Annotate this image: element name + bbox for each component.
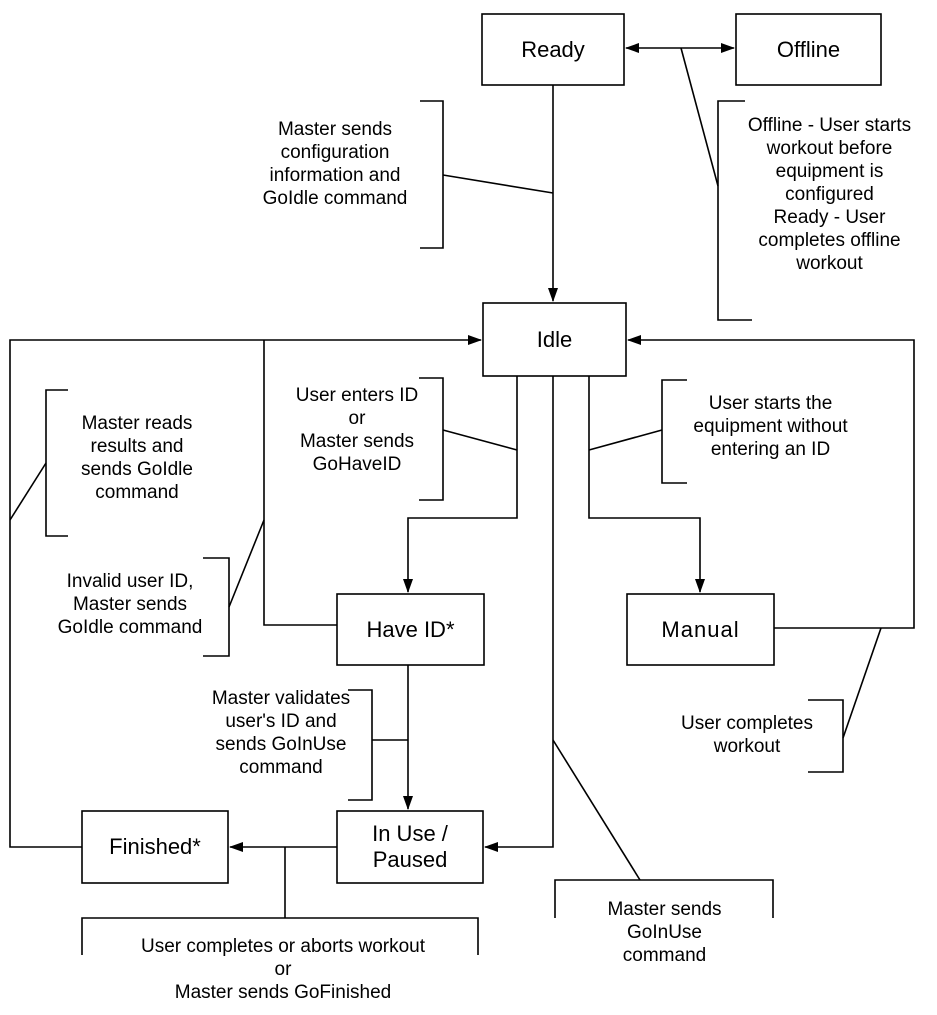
have-id-state-label: Have ID* (366, 616, 455, 642)
annotation-have-id-to-in-use: Master validates user's ID and sends GoI… (211, 688, 351, 778)
annotation-finished-to-idle: Master reads results and sends GoIdle co… (81, 413, 193, 503)
have-id-to-idle-line (263, 340, 337, 626)
finished-state-label: Finished* (109, 834, 201, 859)
annotation-idle-to-have-id: User enters ID or Master sends GoHaveID (295, 385, 419, 475)
manual-state-label: Manual (661, 616, 740, 642)
annotation-idle-to-in-use: Master sends GoInUse command (607, 899, 722, 966)
idle-to-manual-line (588, 376, 705, 593)
idle-state-box (482, 302, 627, 377)
finished-to-idle-line (9, 335, 482, 848)
bracket-ready-to-idle (420, 100, 444, 249)
annotation-ready-to-idle: Master sends configuration information a… (262, 119, 408, 209)
have-id-state-box (336, 593, 485, 666)
idle-to-have-id-line (403, 376, 518, 593)
offline-state-label: Offline (776, 36, 841, 62)
ready-state-label: Ready (521, 36, 585, 62)
idle-state-label: Idle (536, 326, 573, 352)
bracket-in-use-to-finished (81, 917, 479, 955)
bracket-idle-to-in-use (554, 879, 774, 918)
annotation-in-use-to-finished: User completes or aborts workout or Mast… (140, 936, 426, 1003)
annotation-manual-to-idle: User completes workout (681, 713, 813, 757)
in-use-state-label: In Use / Paused (372, 821, 448, 872)
offline-state-box (735, 13, 882, 86)
idle-to-in-use-line (484, 376, 554, 852)
annotation-idle-to-manual: User starts the equipment without enteri… (693, 393, 848, 460)
annotation-ready-offline: Offline - User starts workout before equ… (747, 115, 912, 274)
bracket-ready-offline (717, 100, 752, 321)
bracket-have-id-to-in-use (348, 689, 373, 801)
bracket-idle-to-manual (661, 379, 687, 484)
bracket-idle-to-have-id (419, 377, 444, 501)
annotation-have-id-to-idle: Invalid user ID, Master sends GoIdle com… (57, 571, 203, 638)
manual-state-box (626, 593, 775, 666)
manual-to-idle-line (627, 335, 915, 629)
